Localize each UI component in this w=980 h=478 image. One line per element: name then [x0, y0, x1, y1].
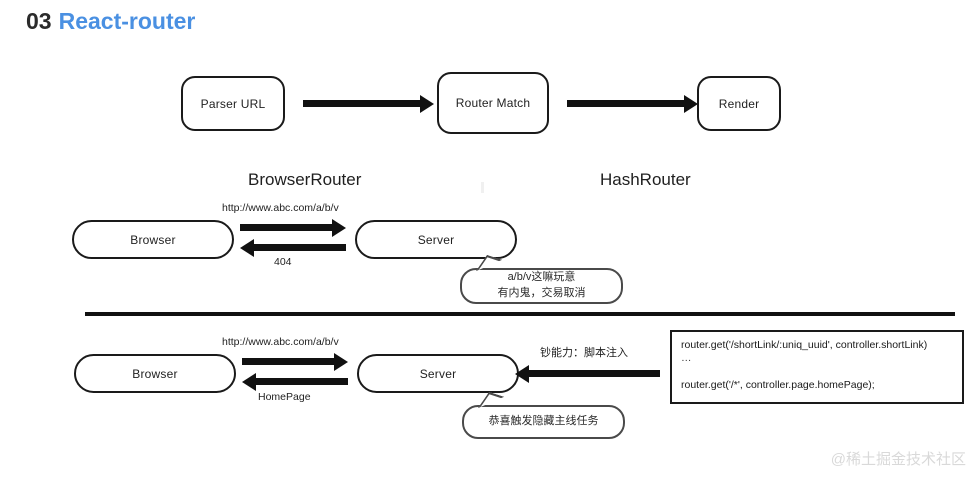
flow-node-label: Parser URL	[200, 96, 266, 111]
hash-router-response-arrow	[255, 378, 348, 385]
flow-node-label: Router Match	[455, 96, 531, 110]
hash-router-injection-arrow	[528, 370, 660, 377]
watermark: @稀土掘金技术社区	[830, 451, 966, 468]
browser-router-response-arrow	[253, 244, 346, 251]
hash-router-request-label: http://www.abc.com/a/b/v	[222, 336, 339, 348]
flow-node-label: Render	[718, 96, 760, 111]
code-line: router.get('/*', controller.page.homePag…	[681, 379, 875, 392]
flow-node-parser-url: Parser URL	[181, 76, 285, 131]
browser-router-response-label: 404	[274, 256, 292, 268]
node-label: Browser	[132, 366, 178, 381]
slide-number: 03	[26, 8, 52, 34]
browser-router-request-label: http://www.abc.com/a/b/v	[222, 202, 339, 214]
hash-router-request-arrow	[242, 358, 335, 365]
browser-router-server-node: Server	[355, 220, 517, 259]
callout-tail-icon	[478, 392, 505, 413]
section-divider	[85, 312, 955, 316]
flow-arrow-parser-to-match	[303, 100, 421, 107]
hash-router-server-node: Server	[357, 354, 519, 393]
decorative-artifact	[481, 182, 484, 193]
callout-line: a/b/v这嘛玩意	[507, 271, 576, 284]
flow-arrow-match-to-render	[567, 100, 685, 107]
node-label: Browser	[130, 232, 176, 247]
hash-router-callout: 恭喜触发隐藏主线任务	[462, 405, 625, 439]
callout-line: 恭喜触发隐藏主线任务	[488, 415, 599, 428]
code-line-ellipsis: …	[681, 352, 693, 365]
flow-node-render: Render	[697, 76, 781, 131]
node-label: Server	[419, 366, 457, 381]
section-heading-hash-router: HashRouter	[600, 170, 691, 189]
hash-router-client-node: Browser	[74, 354, 236, 393]
section-heading-browser-router: BrowserRouter	[248, 170, 362, 189]
hash-router-injection-note: 钞能力：脚本注入	[540, 347, 628, 359]
slide-title-text: React-router	[58, 8, 196, 34]
browser-router-client-node: Browser	[72, 220, 234, 259]
hash-router-code-box: router.get('/shortLink/:uniq_uuid', cont…	[670, 330, 964, 404]
code-spacer	[681, 365, 953, 379]
code-line: router.get('/shortLink/:uniq_uuid', cont…	[681, 339, 928, 351]
flow-node-router-match: Router Match	[437, 72, 549, 134]
browser-router-request-arrow	[240, 224, 333, 231]
callout-line: 有内鬼，交易取消	[497, 287, 586, 299]
node-label: Server	[417, 232, 455, 247]
browser-router-callout: a/b/v这嘛玩意 有内鬼，交易取消	[460, 268, 623, 304]
hash-router-response-label: HomePage	[258, 391, 311, 403]
